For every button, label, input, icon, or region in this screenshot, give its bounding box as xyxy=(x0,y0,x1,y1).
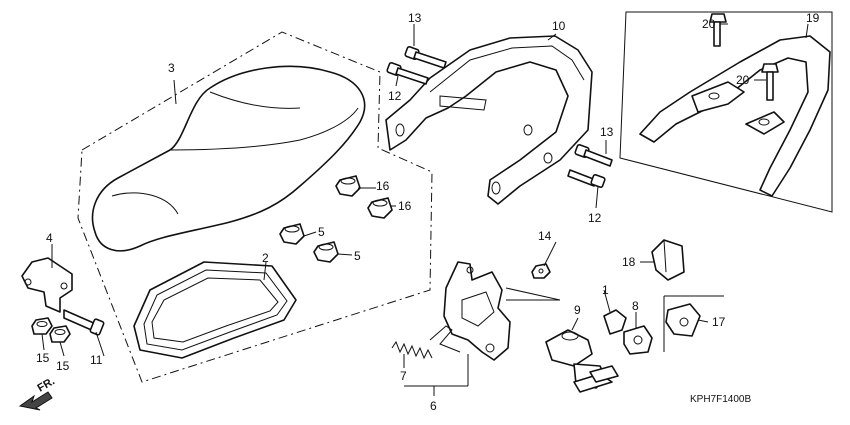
callout-17: 17 xyxy=(712,315,726,329)
keys xyxy=(573,365,619,393)
callout-5b: 5 xyxy=(354,249,361,263)
bolt-13-upper xyxy=(404,46,447,69)
carrier-box-boundary xyxy=(619,11,833,213)
callout-18: 18 xyxy=(622,255,636,269)
bolt-12-upper xyxy=(386,62,429,85)
callout-11: 11 xyxy=(90,353,103,367)
front-arrow-icon xyxy=(18,391,53,411)
callout-7: 7 xyxy=(400,369,407,383)
callout-15b: 15 xyxy=(56,359,70,373)
callout-16b: 16 xyxy=(398,199,412,213)
lock-cover-8 xyxy=(623,325,653,355)
bolt-12-lower xyxy=(567,169,606,188)
front-arrow-label: FR. xyxy=(36,375,57,394)
callout-9: 9 xyxy=(574,303,581,317)
seat xyxy=(91,65,366,252)
callout-12b: 12 xyxy=(588,211,602,225)
callout-15a: 15 xyxy=(36,351,50,365)
rear-carrier xyxy=(639,35,831,197)
callout-20b: 20 xyxy=(736,73,750,87)
nut-14 xyxy=(531,263,551,279)
lock-plate-1 xyxy=(603,309,627,335)
nut-15b xyxy=(49,325,71,343)
callout-13a: 13 xyxy=(408,11,422,25)
cushion-5b xyxy=(313,241,339,263)
callout-4: 4 xyxy=(46,231,53,245)
callout-3: 3 xyxy=(168,61,175,75)
cushion-16a xyxy=(335,175,361,197)
leader-lines xyxy=(41,23,809,396)
seat-gasket xyxy=(133,261,297,359)
seat-lock-assembly xyxy=(429,261,511,361)
callout-8: 8 xyxy=(632,299,639,313)
lock-spring xyxy=(391,340,433,360)
bolt-13-lower xyxy=(574,144,613,167)
callout-10: 10 xyxy=(552,19,566,33)
bolt-11 xyxy=(63,309,105,336)
callout-19: 19 xyxy=(806,11,820,25)
cushion-16b xyxy=(367,197,393,219)
seat-group-boundary xyxy=(77,31,433,383)
seat-bracket xyxy=(21,257,73,313)
callout-20a: 20 xyxy=(702,17,716,31)
nut-15a xyxy=(31,317,53,335)
callout-1: 1 xyxy=(602,283,609,297)
clip-17 xyxy=(665,303,701,337)
callout-16a: 16 xyxy=(376,179,390,193)
callout-12a: 12 xyxy=(388,89,402,103)
bracket-18 xyxy=(651,239,685,281)
figure-code: KPH7F1400B xyxy=(690,394,751,405)
bolt-20-upper xyxy=(709,13,727,47)
callout-2: 2 xyxy=(262,251,269,265)
callout-13b: 13 xyxy=(600,125,614,139)
callout-5a: 5 xyxy=(318,225,325,239)
callout-14: 14 xyxy=(538,229,552,243)
bolt-20-lower xyxy=(761,63,779,101)
callout-6: 6 xyxy=(430,399,437,413)
cushion-5a xyxy=(279,223,305,245)
grab-rail xyxy=(385,35,593,205)
